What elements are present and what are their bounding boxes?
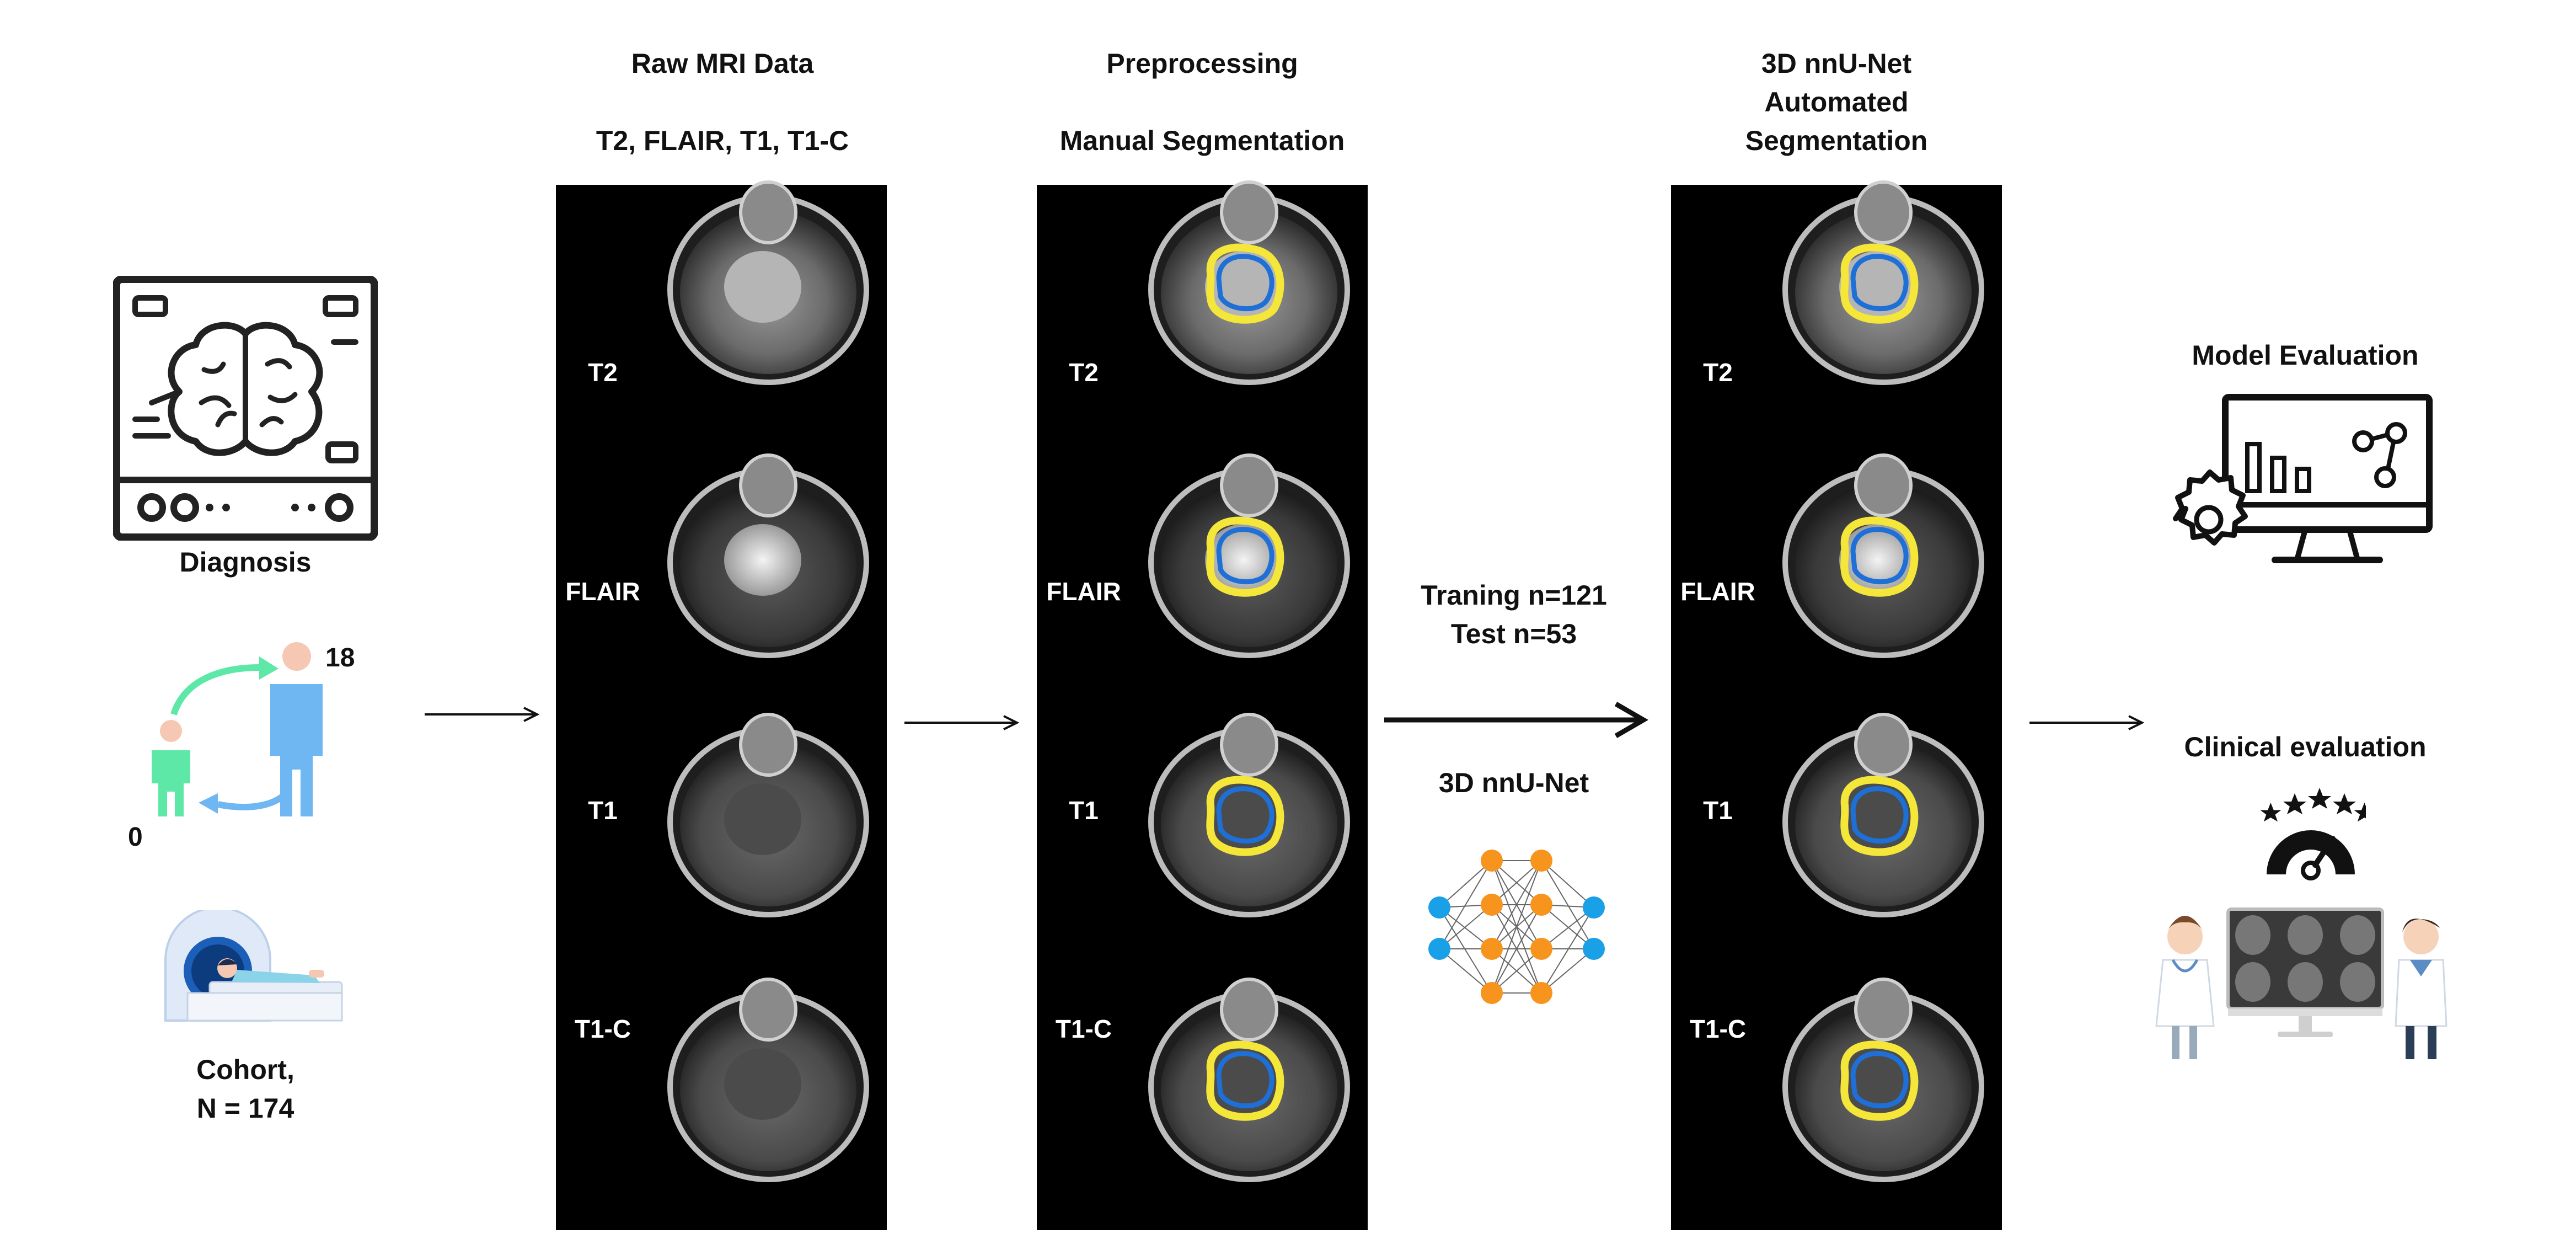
test-count: Test n=53 [1395,618,1632,650]
mri-scan-raw-t2 [670,182,866,382]
mri-scan-manual-t2 [1151,182,1347,382]
arrow-to-nnunet [1384,701,1649,739]
monitor-analytics-icon [2173,392,2438,574]
arrow-to-evaluation [2029,714,2145,731]
mri-scan-auto-t1 [1785,714,1981,915]
mri-scan-manual-t1c [1151,979,1347,1179]
training-count: Traning n=121 [1395,579,1632,611]
mri-scan-manual-t1 [1151,714,1347,915]
model-name: 3D nnU-Net [1395,767,1632,799]
doctors-reviewing-scans-icon [2151,905,2460,1065]
mri-scan-raw-t1 [670,714,866,915]
mri-scan-auto-t1c [1785,979,1981,1179]
clinical-evaluation-label: Clinical evaluation [2140,731,2471,763]
rating-gauge-icon [2256,783,2366,883]
mri-scan-auto-t2 [1785,182,1981,382]
mri-scan-auto-flair [1785,455,1981,655]
mri-scan-manual-flair [1151,455,1347,655]
mri-scan-raw-flair [670,455,866,655]
neural-network-icon [1428,844,1610,1010]
mri-scan-raw-t1c [670,979,866,1179]
model-evaluation-label: Model Evaluation [2151,339,2460,371]
arrow-to-preprocessing [904,714,1020,731]
